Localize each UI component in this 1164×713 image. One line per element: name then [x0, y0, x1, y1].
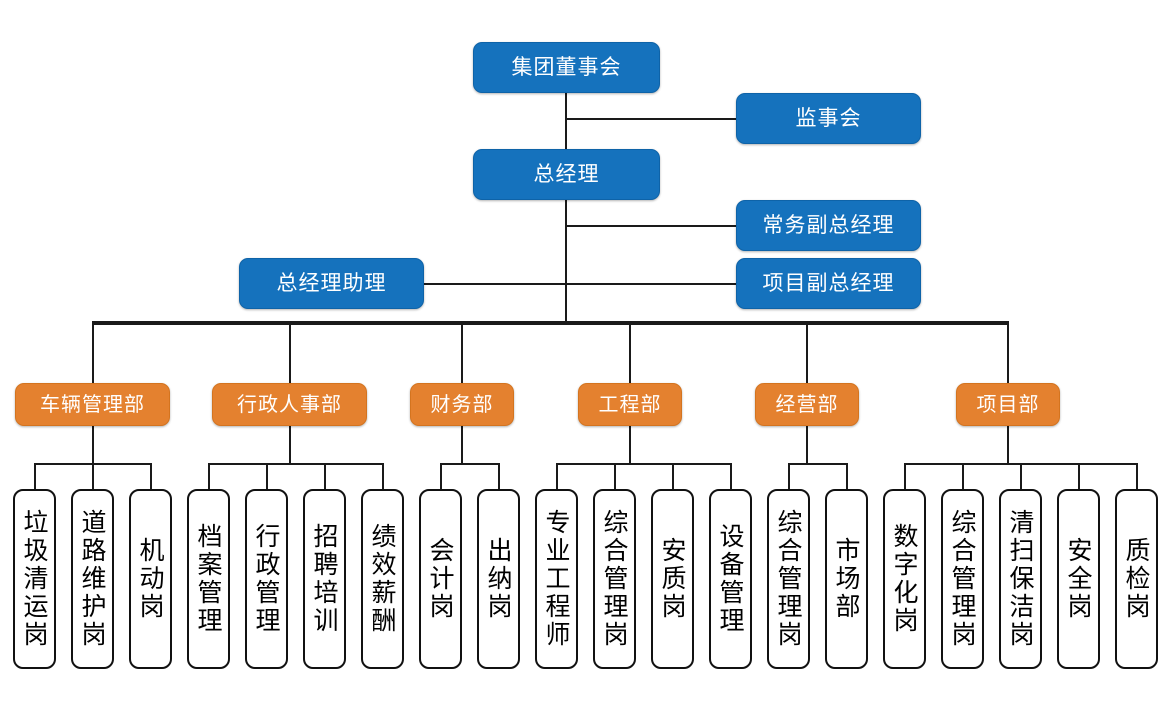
department-distribution-bar	[92, 321, 1008, 325]
node-position-18[interactable]: 清扫保洁岗	[999, 489, 1042, 669]
connector-dept4-leaf-4	[730, 463, 732, 489]
connector-bar-to-dept-3	[461, 321, 463, 383]
node-position-19-label: 安全岗	[1064, 537, 1093, 621]
connector-dept6-leaf-2	[962, 463, 964, 489]
connector-dept6-stem	[1007, 425, 1009, 464]
node-position-14-label: 综合管理岗	[774, 509, 803, 649]
connector-assistant-to-gm	[424, 283, 566, 285]
connector-dept2-leaf-1	[208, 463, 210, 489]
node-position-7[interactable]: 绩效薪酬	[361, 489, 404, 669]
node-position-10-label: 专业工程师	[542, 509, 571, 649]
node-position-11-label: 综合管理岗	[600, 509, 629, 649]
node-position-10[interactable]: 专业工程师	[535, 489, 578, 669]
node-position-13-label: 设备管理	[716, 523, 745, 635]
node-position-12-label: 安质岗	[658, 537, 687, 621]
node-position-16-label: 数字化岗	[890, 523, 919, 635]
connector-dept6-leaf-4	[1078, 463, 1080, 489]
connector-dept1-stem	[92, 425, 94, 464]
node-department-project[interactable]: 项目部	[956, 383, 1060, 426]
node-position-18-label: 清扫保洁岗	[1006, 509, 1035, 649]
connector-dept2-leaf-3	[324, 463, 326, 489]
node-project-deputy-gm[interactable]: 项目副总经理	[736, 258, 921, 309]
node-position-4-label: 档案管理	[194, 523, 223, 635]
connector-gmstem-to-supervisory	[565, 118, 736, 120]
connector-board-to-gm	[565, 92, 567, 150]
connector-dept2-leaf-4	[382, 463, 384, 489]
node-position-8[interactable]: 会计岗	[419, 489, 462, 669]
connector-dept2-stem	[289, 425, 291, 464]
node-position-17[interactable]: 综合管理岗	[941, 489, 984, 669]
connector-dept3-leaf-1	[440, 463, 442, 489]
connector-bar-to-dept-4	[629, 321, 631, 383]
node-executive-deputy-gm[interactable]: 常务副总经理	[736, 200, 921, 251]
connector-bar-to-dept-2	[289, 321, 291, 383]
node-position-6-label: 招聘培训	[310, 523, 339, 635]
connector-dept2-bus	[208, 463, 384, 465]
node-position-9[interactable]: 出纳岗	[477, 489, 520, 669]
connector-dept1-leaf-2	[92, 463, 94, 489]
node-position-1[interactable]: 垃圾清运岗	[13, 489, 56, 669]
connector-dept6-leaf-1	[904, 463, 906, 489]
node-position-14[interactable]: 综合管理岗	[767, 489, 810, 669]
connector-dept2-leaf-2	[266, 463, 268, 489]
node-position-3-label: 机动岗	[136, 537, 165, 621]
node-position-15-label: 市场部	[832, 537, 861, 621]
connector-dept3-bus	[440, 463, 500, 465]
connector-dept6-leaf-5	[1136, 463, 1138, 489]
node-department-vehicle-management[interactable]: 车辆管理部	[15, 383, 170, 426]
connector-dept5-leaf-2	[846, 463, 848, 489]
node-position-7-label: 绩效薪酬	[368, 523, 397, 635]
connector-dept4-leaf-3	[672, 463, 674, 489]
node-group-board[interactable]: 集团董事会	[473, 42, 660, 93]
connector-dept1-leaf-1	[34, 463, 36, 489]
node-position-13[interactable]: 设备管理	[709, 489, 752, 669]
node-position-2-label: 道路维护岗	[78, 509, 107, 649]
node-position-1-label: 垃圾清运岗	[20, 509, 49, 649]
node-position-20[interactable]: 质检岗	[1115, 489, 1158, 669]
node-position-17-label: 综合管理岗	[948, 509, 977, 649]
node-position-9-label: 出纳岗	[484, 537, 513, 621]
node-supervisory-board[interactable]: 监事会	[736, 93, 921, 144]
node-position-5[interactable]: 行政管理	[245, 489, 288, 669]
connector-bar-to-dept-5	[806, 321, 808, 383]
connector-dept4-leaf-1	[556, 463, 558, 489]
connector-dept1-leaf-3	[150, 463, 152, 489]
node-general-manager[interactable]: 总经理	[473, 149, 660, 200]
connector-dept5-stem	[806, 425, 808, 464]
node-department-engineering[interactable]: 工程部	[578, 383, 682, 426]
node-position-2[interactable]: 道路维护岗	[71, 489, 114, 669]
node-position-5-label: 行政管理	[252, 523, 281, 635]
node-position-8-label: 会计岗	[426, 537, 455, 621]
connector-dept5-leaf-1	[788, 463, 790, 489]
connector-dept3-leaf-2	[498, 463, 500, 489]
node-position-4[interactable]: 档案管理	[187, 489, 230, 669]
node-department-finance[interactable]: 财务部	[410, 383, 514, 426]
connector-dept5-bus	[788, 463, 848, 465]
node-position-6[interactable]: 招聘培训	[303, 489, 346, 669]
node-position-12[interactable]: 安质岗	[651, 489, 694, 669]
node-position-16[interactable]: 数字化岗	[883, 489, 926, 669]
connector-bar-to-dept-1	[92, 321, 94, 383]
node-position-20-label: 质检岗	[1122, 537, 1151, 621]
node-position-3[interactable]: 机动岗	[129, 489, 172, 669]
connector-dept4-bus	[556, 463, 732, 465]
connector-bar-to-dept-6	[1007, 321, 1009, 383]
node-department-operations[interactable]: 经营部	[755, 383, 859, 426]
node-position-19[interactable]: 安全岗	[1057, 489, 1100, 669]
connector-dept4-stem	[629, 425, 631, 464]
connector-gm-to-project-deputy	[565, 283, 736, 285]
connector-dept4-leaf-2	[614, 463, 616, 489]
node-department-admin-hr[interactable]: 行政人事部	[212, 383, 367, 426]
connector-dept6-leaf-3	[1020, 463, 1022, 489]
connector-gm-to-deptbar	[565, 199, 567, 323]
node-gm-assistant[interactable]: 总经理助理	[239, 258, 424, 309]
node-position-11[interactable]: 综合管理岗	[593, 489, 636, 669]
connector-gm-to-executive-deputy	[565, 225, 736, 227]
node-position-15[interactable]: 市场部	[825, 489, 868, 669]
connector-dept3-stem	[461, 425, 463, 464]
